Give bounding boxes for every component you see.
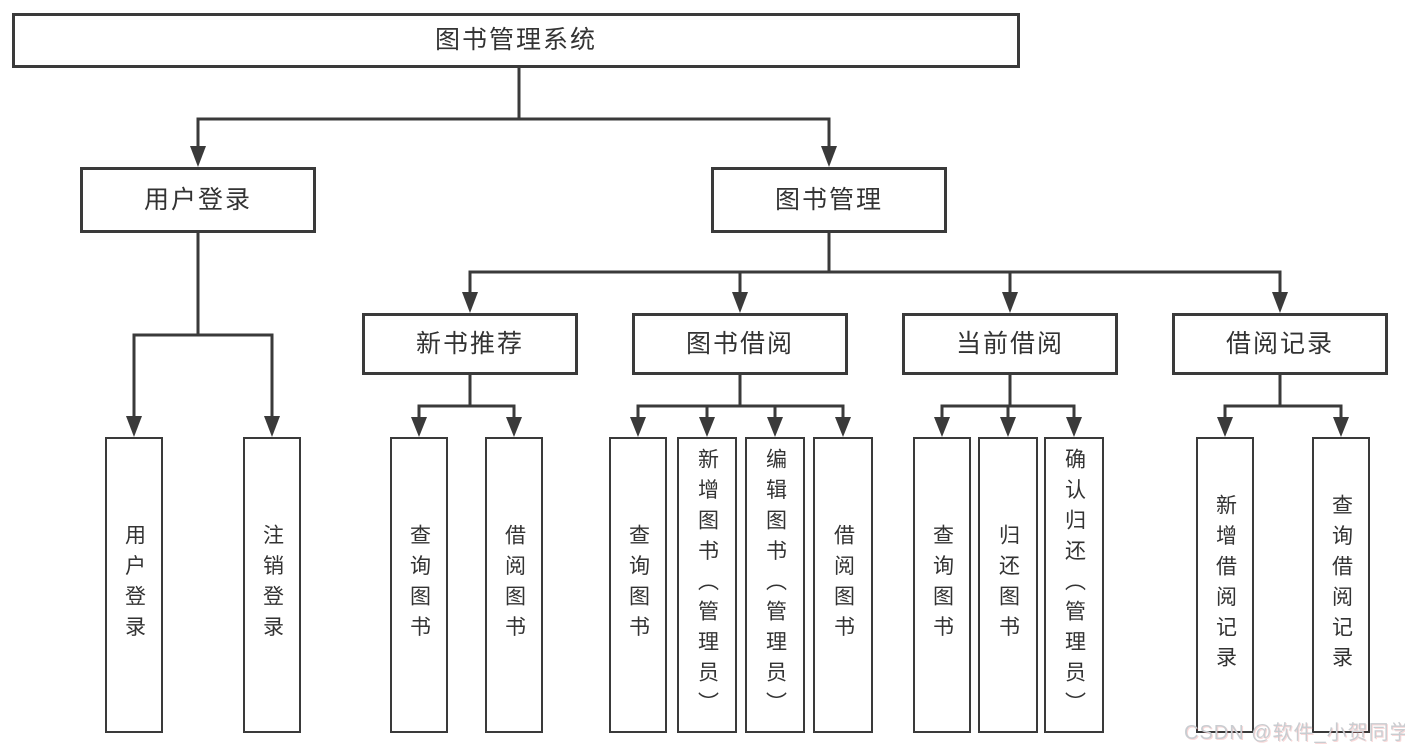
- leaf-label: 注销登录: [260, 524, 284, 646]
- leaf-query-books-2: 查询图书: [609, 437, 667, 733]
- arrowhead: [767, 417, 783, 437]
- edge-borrow-split: [636, 375, 845, 419]
- leaf-label: 查询图书: [930, 524, 954, 646]
- node-book-borrow: 图书借阅: [632, 313, 848, 375]
- leaf-label: 新增借阅记录: [1213, 493, 1237, 677]
- leaf-return-books: 归还图书: [978, 437, 1038, 733]
- edge-new-split: [417, 375, 516, 419]
- node-borrow-records: 借阅记录: [1172, 313, 1388, 375]
- node-label: 图书借阅: [685, 329, 794, 358]
- arrowhead: [190, 146, 206, 167]
- leaf-label: 确认归还（管理员）: [1062, 447, 1086, 723]
- arrowhead: [821, 146, 837, 167]
- leaf-label: 查询借阅记录: [1329, 493, 1353, 677]
- leaf-label: 借阅图书: [502, 524, 526, 646]
- arrowhead: [835, 417, 851, 437]
- leaf-edit-books-admin: 编辑图书（管理员）: [745, 437, 805, 733]
- csdn-watermark: CSDN @软件_小贺同学: [1184, 722, 1405, 744]
- leaf-add-borrow-record: 新增借阅记录: [1196, 437, 1254, 733]
- arrowhead: [1066, 417, 1082, 437]
- edge-mgmt-split: [468, 233, 1282, 294]
- arrowhead: [699, 417, 715, 437]
- leaf-borrow-books-1: 借阅图书: [485, 437, 543, 733]
- leaf-confirm-return-admin: 确认归还（管理员）: [1044, 437, 1104, 733]
- arrowhead: [264, 416, 280, 437]
- arrowhead: [1002, 292, 1018, 313]
- leaf-query-books-1: 查询图书: [390, 437, 448, 733]
- node-label: 借阅记录: [1225, 329, 1334, 358]
- arrowhead: [1000, 417, 1016, 437]
- arrowhead: [462, 292, 478, 313]
- leaf-query-borrow-record: 查询借阅记录: [1312, 437, 1370, 733]
- node-root: 图书管理系统: [12, 13, 1020, 68]
- leaf-logout: 注销登录: [243, 437, 301, 733]
- edge-current-split: [940, 375, 1076, 419]
- node-user-login: 用户登录: [80, 167, 316, 233]
- node-label: 新书推荐: [415, 329, 524, 358]
- node-book-mgmt: 图书管理: [711, 167, 947, 233]
- arrowhead: [1333, 417, 1349, 437]
- arrowhead: [630, 417, 646, 437]
- leaf-label: 归还图书: [996, 524, 1020, 646]
- arrowhead: [934, 417, 950, 437]
- leaf-label: 编辑图书（管理员）: [763, 447, 787, 723]
- edge-records-split: [1223, 375, 1343, 419]
- leaf-borrow-books-2: 借阅图书: [813, 437, 873, 733]
- node-label: 当前借阅: [955, 329, 1064, 358]
- edge-login-split: [132, 233, 274, 418]
- node-label: 图书管理系统: [434, 26, 597, 54]
- node-label: 图书管理: [774, 185, 883, 214]
- leaf-user-login: 用户登录: [105, 437, 163, 733]
- node-new-books: 新书推荐: [362, 313, 578, 375]
- leaf-query-books-3: 查询图书: [913, 437, 971, 733]
- leaf-label: 新增图书（管理员）: [695, 447, 719, 723]
- arrowhead: [126, 416, 142, 437]
- arrowhead: [411, 417, 427, 437]
- leaf-label: 查询图书: [626, 524, 650, 646]
- edge-root-split: [196, 67, 831, 148]
- leaf-add-books-admin: 新增图书（管理员）: [677, 437, 737, 733]
- arrowheads: [126, 146, 1349, 437]
- arrowhead: [1272, 292, 1288, 313]
- leaf-label: 用户登录: [122, 524, 146, 646]
- leaf-label: 借阅图书: [831, 524, 855, 646]
- leaf-label: 查询图书: [407, 524, 431, 646]
- node-label: 用户登录: [143, 185, 252, 214]
- arrowhead: [506, 417, 522, 437]
- arrowhead: [732, 292, 748, 313]
- node-current-borrow: 当前借阅: [902, 313, 1118, 375]
- arrowhead: [1217, 417, 1233, 437]
